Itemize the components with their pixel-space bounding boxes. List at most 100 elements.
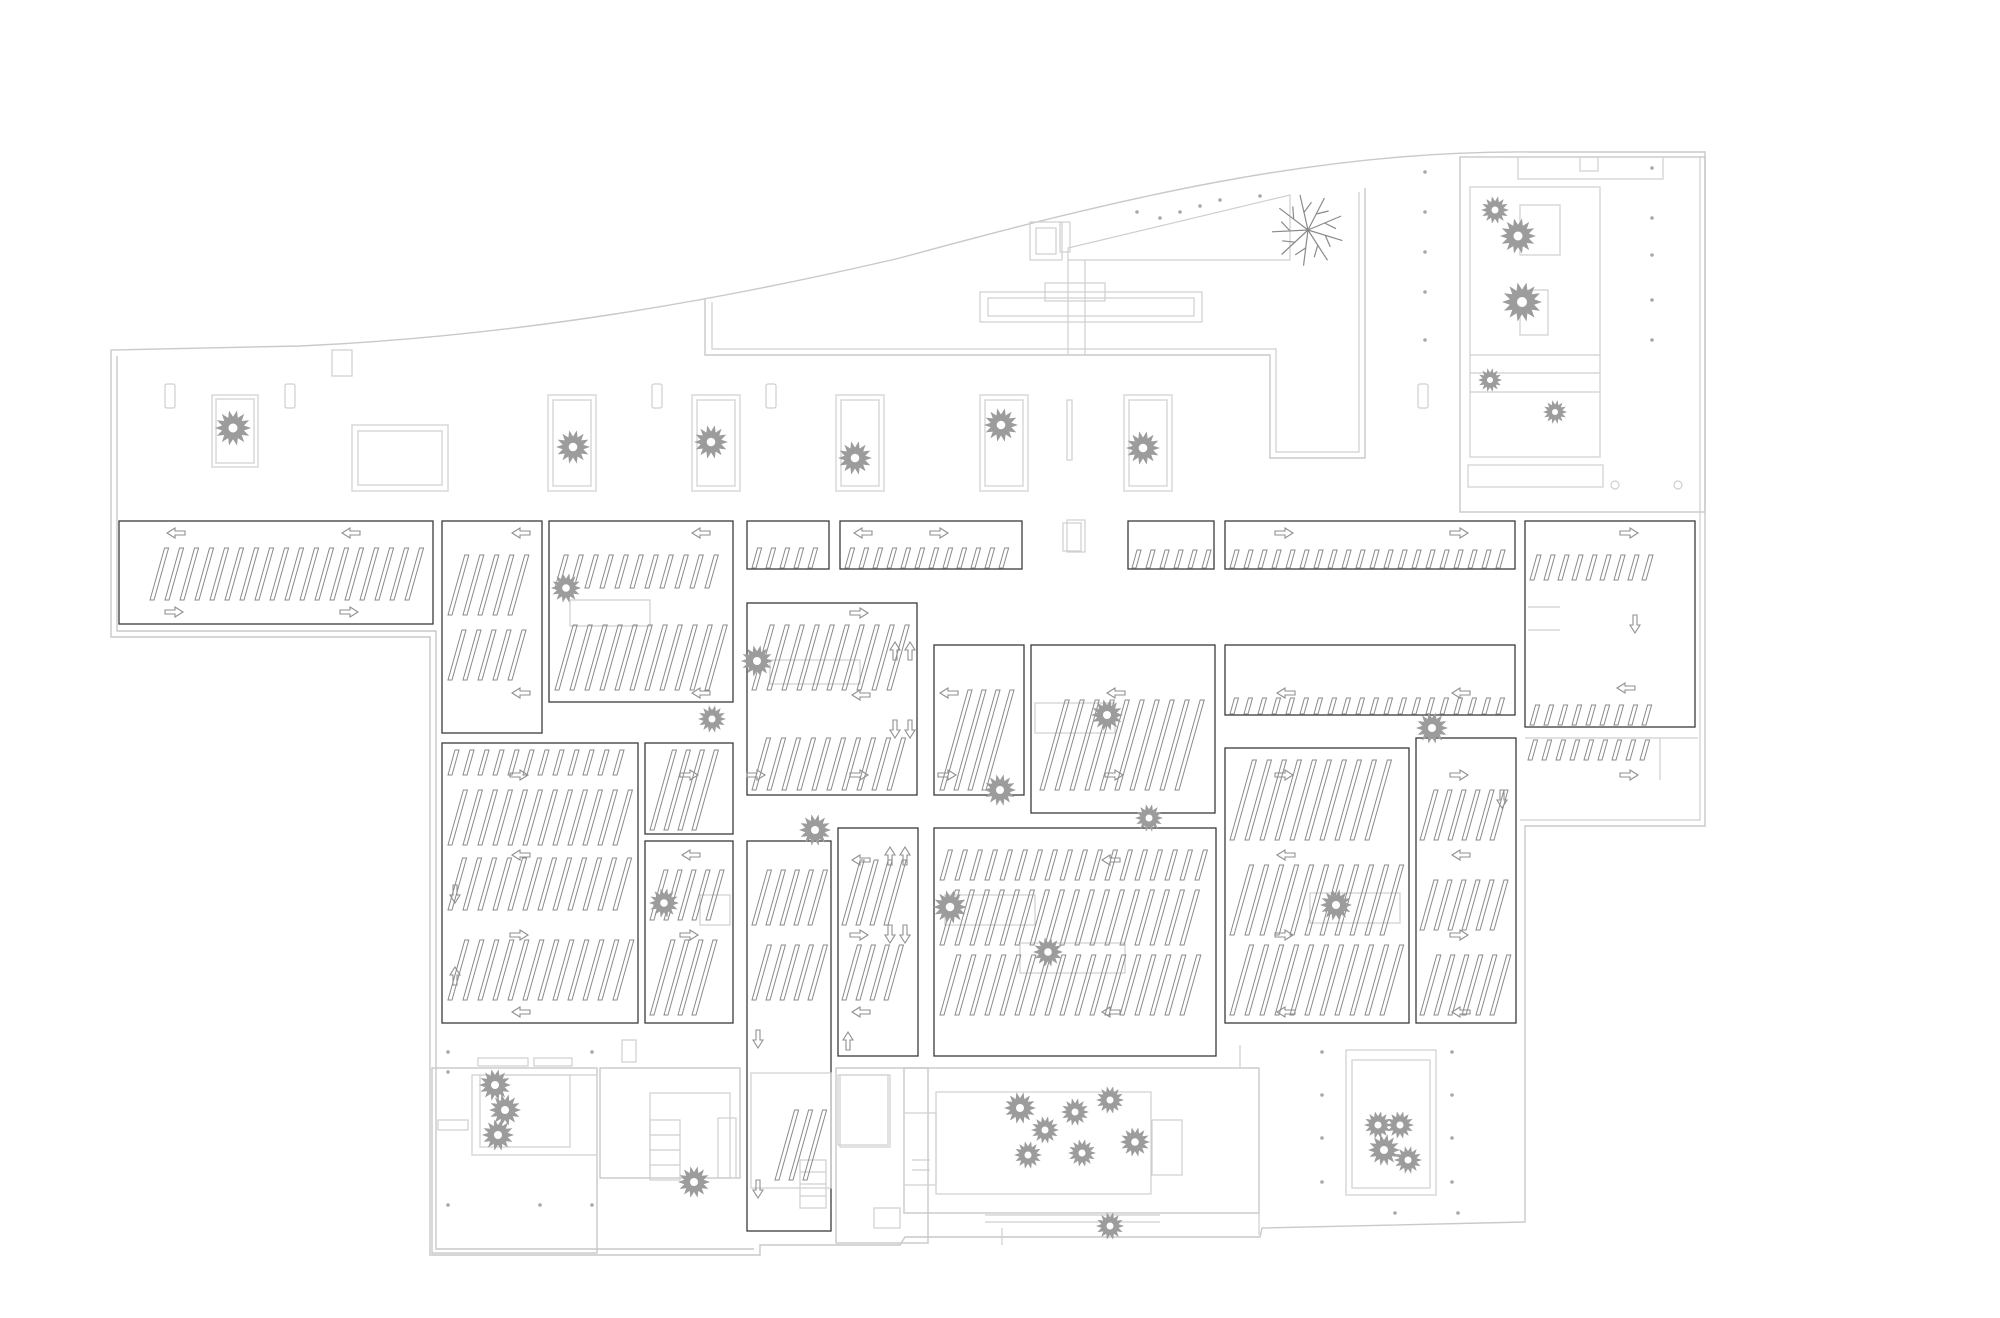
parking-block [746, 602, 918, 796]
direction-arrow [1450, 849, 1471, 861]
parking-stall [1383, 697, 1394, 715]
direction-arrow [340, 527, 361, 539]
parking-stall [462, 789, 484, 846]
right-bench [1467, 464, 1604, 488]
parking-stall [751, 869, 773, 926]
parking-stall [492, 749, 505, 776]
direction-arrow [850, 689, 871, 701]
parking-stall [793, 944, 815, 1001]
parking-stall [1179, 849, 1194, 881]
bollard-dot [590, 1203, 594, 1207]
south-plaza [903, 1067, 1260, 1214]
parking-stall [554, 624, 578, 691]
tree-symbol [1416, 712, 1448, 744]
parking-stall [1271, 549, 1282, 569]
direction-arrow [849, 929, 870, 941]
parking-stall [1319, 759, 1348, 841]
tree-symbol [1320, 889, 1352, 921]
parking-stall [1529, 704, 1541, 726]
parking-stall [807, 869, 829, 926]
parking-stall [1257, 549, 1268, 569]
parking-stall [284, 547, 305, 601]
parking-block [933, 644, 1025, 796]
parking-stall [1543, 554, 1556, 581]
parking-stall [766, 737, 787, 791]
parking-stall [612, 939, 635, 1001]
parking-stall [663, 869, 683, 921]
parking-stall [1244, 759, 1273, 841]
plaza-stair [903, 1112, 937, 1186]
parking-stall [1541, 739, 1553, 761]
direction-arrow [1496, 789, 1508, 810]
tree-symbol [489, 1094, 521, 1126]
parking-stall [1274, 944, 1300, 1016]
parking-stall [1244, 944, 1270, 1016]
parking-stall [1229, 697, 1240, 715]
parking-stall [1164, 849, 1179, 881]
island-rect [1309, 892, 1401, 924]
parking-stall [674, 554, 689, 589]
parking-stall [1475, 879, 1495, 931]
parking-stall [984, 889, 1006, 946]
direction-arrow [510, 849, 531, 861]
site-outline [110, 151, 1706, 1256]
parking-stall [1099, 699, 1130, 791]
parking-stall [447, 629, 467, 681]
right-top-strip [1517, 156, 1664, 180]
sw-rail [477, 1057, 529, 1067]
parking-stall [1583, 739, 1595, 761]
parking-stall [793, 547, 805, 569]
tree-symbol [1014, 1141, 1042, 1169]
parking-stall [209, 547, 230, 601]
direction-arrow [164, 606, 185, 618]
parking-stall [1627, 554, 1640, 581]
parking-stall [314, 547, 335, 601]
parking-stall [477, 857, 498, 911]
parking-block [441, 520, 543, 734]
parking-stall [567, 749, 580, 776]
parking-stall [507, 857, 528, 911]
se-planter [1345, 1049, 1437, 1196]
direction-arrow [752, 1179, 764, 1200]
bollard-dot [1650, 338, 1654, 342]
parking-stall [569, 624, 593, 691]
stair-box [1029, 221, 1063, 261]
parking-stall [1149, 889, 1171, 946]
parking-stall [1597, 739, 1609, 761]
parking-stall [1349, 864, 1375, 936]
bollard-dot [538, 1203, 542, 1207]
parking-block [118, 520, 434, 625]
parking-stall [1044, 954, 1067, 1016]
parking-stall [1194, 849, 1209, 881]
upper-building [704, 188, 1366, 459]
tree-symbol [1500, 218, 1536, 254]
parking-stall [1475, 789, 1495, 841]
sb3-box [873, 1207, 901, 1229]
direction-arrow [1105, 687, 1126, 699]
parking-stall [869, 944, 891, 1001]
sw-column [621, 1039, 637, 1063]
parking-stall [1201, 549, 1212, 569]
parking-stall [886, 737, 907, 791]
parking-stall [1599, 704, 1611, 726]
direction-arrow [904, 719, 916, 740]
direction-arrow [679, 929, 700, 941]
parking-stall [1439, 697, 1450, 715]
direction-arrow [1619, 527, 1640, 539]
direction-arrow [1450, 1006, 1471, 1018]
parking-stall [1285, 697, 1296, 715]
parking-stall [1334, 864, 1360, 936]
parking-stall [928, 547, 940, 569]
tree-symbol [1096, 1212, 1124, 1240]
upper-terrace [1067, 194, 1291, 261]
parking-stall [1341, 697, 1352, 715]
tree-symbol [551, 573, 581, 603]
parking-block [839, 520, 1023, 570]
parking-stall [826, 737, 847, 791]
tree-symbol [215, 410, 251, 446]
parking-stall [751, 737, 772, 791]
tree-symbol [1120, 1127, 1150, 1157]
parking-stall [1069, 699, 1100, 791]
bollard-dot [1320, 1180, 1324, 1184]
